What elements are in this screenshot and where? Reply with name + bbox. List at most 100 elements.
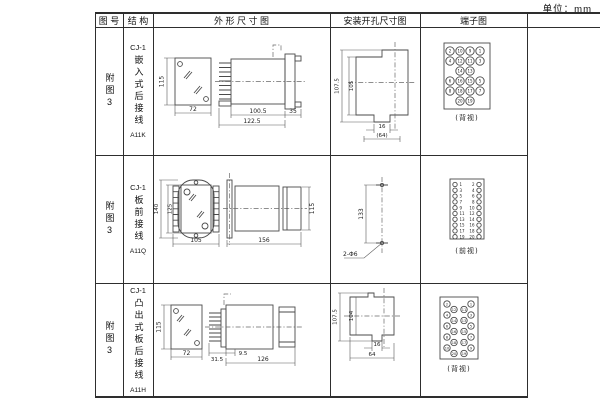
terminal-circle (465, 96, 475, 106)
table-top-border (95, 12, 600, 14)
terminal-circle (476, 199, 482, 205)
terminal-number: 9 (460, 205, 463, 210)
terminal-circle (467, 344, 475, 352)
terminal-circle (443, 311, 451, 319)
mounting-drawing: 133 2-Φ6 (343, 177, 388, 259)
terminal-number: 10 (445, 346, 449, 350)
terminal-number: 16 (457, 78, 463, 83)
terminal-circle (450, 305, 458, 314)
dim-label: 115 (156, 321, 163, 333)
fig-no-cell: 附图3 (95, 283, 123, 396)
terminal-number: 19 (460, 234, 466, 239)
view-caption: (背视) (455, 113, 478, 122)
terminal-number: 5 (460, 194, 463, 199)
terminal-circle (452, 205, 458, 211)
terminal-circle (450, 338, 458, 347)
header-mounting: 安装开孔尺寸图 (343, 15, 407, 26)
dim-label: 104 (349, 310, 355, 321)
terminal-number: 20 (469, 234, 475, 239)
dim-label: 133 (358, 208, 365, 220)
terminal-number: 10 (457, 48, 463, 53)
view-caption: (前视) (455, 246, 478, 255)
terminal-circle (443, 333, 451, 341)
terminal-number: 9 (470, 346, 472, 350)
terminal-number: 15 (460, 223, 466, 228)
terminal-number: 20 (457, 98, 463, 103)
terminal-circle (476, 187, 482, 193)
terminal-number: 11 (460, 211, 466, 216)
terminal-number: 6 (446, 324, 448, 328)
terminal-circle (443, 300, 451, 308)
terminal-circle (465, 56, 475, 66)
terminal-number: 1 (470, 302, 472, 306)
terminal-number: 3 (460, 188, 463, 193)
row-separator (95, 283, 528, 284)
terminal-number: 2 (449, 48, 452, 53)
terminal-circle (476, 205, 482, 211)
terminal-number: 3 (479, 58, 482, 63)
terminal-circle (450, 327, 458, 336)
view-caption: (背视) (447, 364, 470, 373)
column-divider (153, 12, 154, 398)
terminal-circle (452, 199, 458, 205)
terminal-circle (460, 305, 468, 314)
terminal-number: 14 (452, 319, 457, 323)
fig-no-text: 附图3 (104, 200, 115, 238)
terminal-circle (443, 344, 451, 352)
dim-label: 126 (257, 356, 269, 363)
terminal-circle (476, 234, 482, 240)
terminal-number: 9 (469, 48, 472, 53)
terminal-circle (452, 222, 458, 228)
terminal-number: 4 (446, 313, 449, 317)
terminal-number: 13 (460, 217, 466, 222)
dim-label: 2-Φ6 (343, 251, 358, 258)
terminal-number: 5 (470, 324, 472, 328)
terminal-circle (465, 86, 475, 96)
terminal-circle (450, 349, 458, 358)
dim-label: 105 (349, 80, 355, 91)
terminal-number: 8 (446, 335, 448, 339)
terminal-circle (445, 86, 455, 96)
column-divider (123, 12, 124, 398)
side-view: 115 156 (223, 173, 316, 247)
terminal-circle (467, 311, 475, 319)
terminal-circle (452, 216, 458, 222)
row-separator (95, 155, 528, 156)
table-row: 附图3 CJ-1 板前接线 A11Q 140 (0, 155, 600, 283)
terminal-number: 14 (469, 217, 475, 222)
terminal-circle (452, 181, 458, 188)
terminal-number: 18 (469, 229, 475, 234)
terminal-circle (465, 76, 475, 86)
unit-label: 单位：mm (542, 4, 592, 15)
dim-label: 105 (190, 237, 202, 244)
column-divider (420, 12, 421, 398)
terminal-number: 17 (462, 341, 466, 345)
dim-label: 140 (154, 203, 160, 214)
terminal-number: 19 (462, 352, 466, 356)
terminal-number: 8 (472, 200, 475, 205)
terminal-circle (455, 76, 465, 86)
terminal-circle (476, 181, 482, 188)
terminal-circle (476, 222, 482, 228)
terminal-number: 12 (457, 58, 463, 63)
drill-plan: 133 2-Φ6 (343, 177, 388, 259)
terminal-number: 6 (472, 194, 475, 199)
dim-label: 16 (379, 124, 386, 130)
terminal-circle (476, 228, 482, 234)
dim-label: 72 (189, 106, 197, 113)
side-view: 100.5 35 122.5 (215, 44, 305, 128)
terminal-number: 1 (479, 48, 482, 53)
terminal-number: 17 (460, 229, 466, 234)
structure-text: 嵌入式后接线 (133, 55, 144, 127)
dim-label: 115 (309, 203, 316, 215)
terminal-number: 8 (449, 88, 452, 93)
dim-label: 72 (183, 350, 191, 357)
terminal-number: 13 (462, 319, 466, 323)
header-outline: 外 形 尺 寸 图 (213, 15, 269, 26)
terminal-circle (445, 46, 455, 56)
terminal-number: 18 (457, 88, 463, 93)
mounting-drawing: 107.5 105 16 (64) (335, 42, 416, 142)
